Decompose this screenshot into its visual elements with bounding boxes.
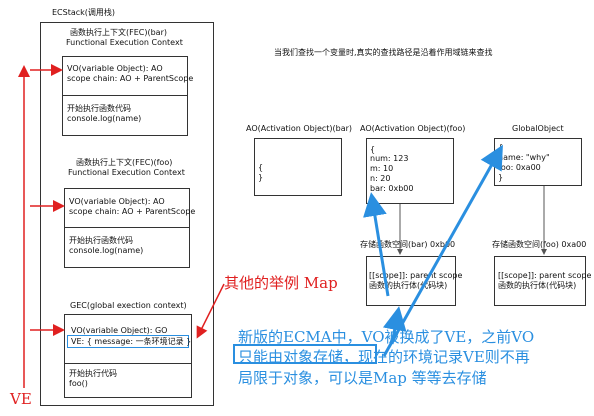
fec-bar-heading: 函数执行上下文(FEC)(bar) — [70, 28, 167, 37]
fec-bar-code2: console.log(name) — [67, 114, 142, 123]
ecstack-title: ECStack(调用栈) — [52, 8, 116, 17]
fec-foo-heading: 函数执行上下文(FEC)(foo) — [76, 158, 173, 167]
ve-note-line3: 局限于对象，可以是Map 等等去存储 — [238, 369, 487, 387]
fec-foo-vo: VO(variable Object): AO — [69, 197, 165, 206]
blue-arrow-up — [382, 306, 407, 345]
ao-foo-line-4: bar: 0xb00 — [370, 184, 414, 193]
gec-code-cell: 开始执行代码 foo() — [65, 363, 191, 398]
ao-foo-label: AO(Activation Object)(foo) — [360, 124, 466, 133]
gec-vo: VO(variable Object): GO — [71, 326, 168, 335]
fec-bar-vo: VO(variable Object): AO — [67, 64, 163, 73]
red-arrow-map-example — [196, 283, 225, 339]
global-object-line-3: } — [498, 173, 504, 182]
foo-space-line2: 函数的执行体(代码块) — [498, 281, 577, 290]
ao-foo-line-0: { — [370, 145, 376, 154]
note-highlight-box — [233, 344, 377, 364]
fec-foo-subheading: Functional Execution Context — [68, 168, 185, 177]
global-object-box: { name: "why" foo: 0xa00 } — [494, 138, 582, 186]
foo-space-box: [[scope]]: parent scope 函数的执行体(代码块) — [494, 256, 591, 306]
gec-heading: GEC(global exection context) — [70, 301, 187, 310]
fec-foo-code1: 开始执行函数代码 — [69, 236, 133, 245]
global-object-line-2: foo: 0xa00 — [498, 163, 541, 172]
fec-bar-subheading: Functional Execution Context — [66, 38, 183, 47]
ao-bar-label: AO(Activation Object)(bar) — [246, 124, 353, 133]
foo-space-label: 存储函数空间(foo) 0xa00 — [492, 240, 587, 249]
fec-foo-code2: console.log(name) — [69, 246, 144, 255]
ao-bar-close-brace: } — [258, 173, 264, 182]
ve-note-line1: 新版的ECMA中，VO被换成了VE，之前VO — [238, 328, 535, 346]
ao-foo-line-2: m: 10 — [370, 164, 394, 173]
gec-ve-highlight — [67, 335, 189, 348]
gec-ve: VE: { message: 一条环境记录 } — [71, 337, 192, 346]
bar-space-label: 存储函数空间(bar) 0xb00 — [360, 240, 456, 249]
global-object-line-1: name: "why" — [498, 153, 550, 162]
bar-space-line1: [[scope]]: parent scope — [369, 271, 463, 280]
ao-bar-box: { } — [254, 138, 342, 196]
scope-chain-notice: 当我们查找一个变量时,真实的查找路径是沿着作用域链来查找 — [274, 48, 493, 57]
fec-bar-code-cell: 开始执行函数代码 console.log(name) — [63, 95, 187, 136]
gec-code1: 开始执行代码 — [69, 369, 117, 378]
fec-foo-box: VO(variable Object): AO scope chain: AO … — [64, 188, 195, 268]
fec-bar-box: VO(variable Object): AO scope chain: AO … — [62, 56, 193, 136]
gec-box: VO(variable Object): GO VE: { message: 一… — [64, 314, 192, 398]
fec-bar-scope: scope chain: AO + ParentScope — [67, 74, 194, 83]
blue-arrow-bar-space-to-ao-foo — [363, 192, 390, 297]
ve-note-line2: 只能由对象存储，现在的环境记录VE则不再 — [238, 348, 530, 366]
fec-bar-code1: 开始执行函数代码 — [67, 104, 131, 113]
map-example-annotation: 其他的举例 Map — [224, 274, 338, 292]
ao-foo-line-3: n: 20 — [370, 174, 391, 183]
bar-space-box: [[scope]]: parent scope 函数的执行体(代码块) — [366, 256, 462, 306]
global-object-label: GlobalObject — [512, 124, 564, 133]
ve-annotation: VE — [10, 390, 32, 408]
gec-code2: foo() — [69, 379, 88, 388]
bar-space-line2: 函数的执行体(代码块) — [369, 281, 448, 290]
ao-foo-line-1: num: 123 — [370, 154, 409, 163]
fec-foo-scope: scope chain: AO + ParentScope — [69, 207, 196, 216]
foo-space-line1: [[scope]]: parent scope — [498, 271, 592, 280]
fec-foo-code-cell: 开始执行函数代码 console.log(name) — [65, 227, 189, 268]
ao-bar-open-brace: { — [258, 163, 264, 172]
